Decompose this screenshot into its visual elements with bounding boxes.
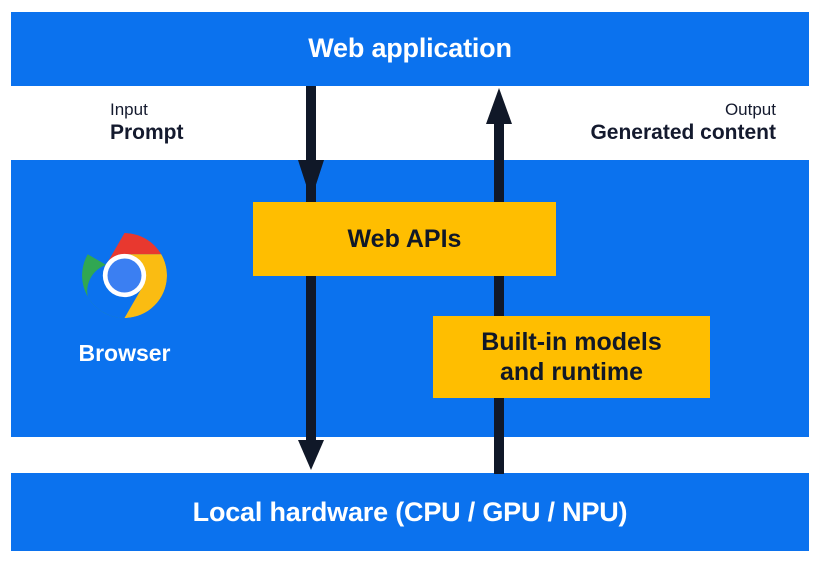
flow-label-output: Output Generated content: [590, 99, 776, 147]
flow-output-value: Generated content: [590, 121, 776, 145]
band-web-application: Web application: [11, 12, 809, 86]
band-browser-label: Browser: [78, 340, 171, 366]
band-local-hardware: Local hardware (CPU / GPU / NPU): [11, 473, 809, 551]
box-builtin-models-line1: Built-in models: [481, 327, 662, 356]
box-builtin-models-line2: and runtime: [499, 358, 644, 386]
flow-input-value: Prompt: [110, 121, 184, 145]
box-web-apis: Web APIs: [253, 202, 556, 276]
band-local-hardware-label: Local hardware (CPU / GPU / NPU): [192, 497, 628, 527]
box-web-apis-label: Web APIs: [347, 224, 462, 253]
band-web-application-label: Web application: [308, 33, 512, 63]
flow-output-kind: Output: [724, 100, 776, 119]
box-builtin-models-label: Built-in models and runtime: [481, 327, 662, 388]
chrome-logo: [82, 233, 167, 318]
box-builtin-models: Built-in models and runtime: [433, 316, 710, 398]
flow-input-kind: Input: [110, 100, 148, 119]
flow-label-input: Input Prompt: [110, 99, 184, 147]
